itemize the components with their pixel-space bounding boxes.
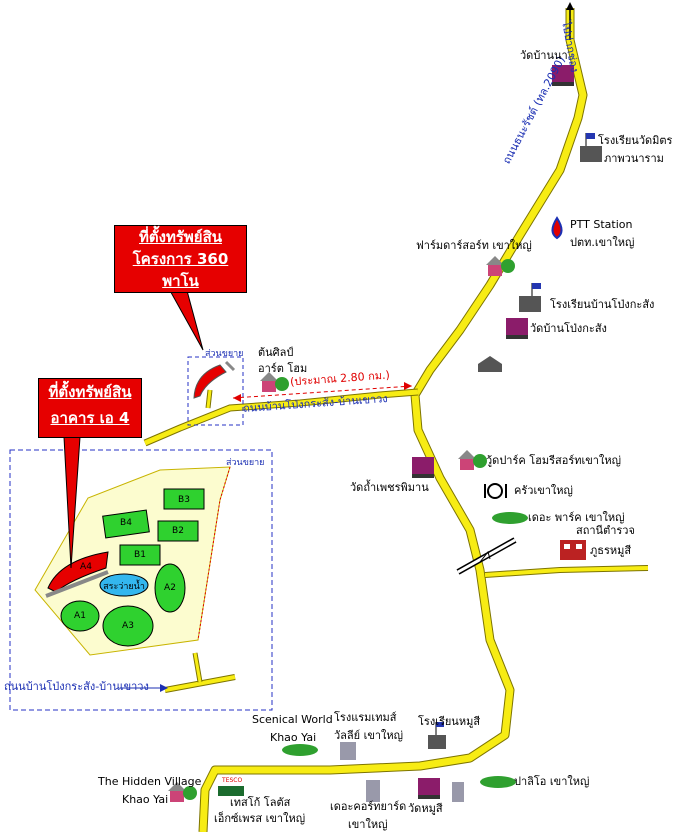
label-kitchen: ครัวเขาใหญ่ (514, 484, 573, 497)
plot-a2-label: A2 (164, 583, 176, 593)
plot-b4-label: B4 (120, 518, 132, 528)
ptt-icon (551, 216, 563, 240)
label-tonsil-2: อาร์ต โฮม (258, 362, 308, 375)
plot-b4 (102, 509, 150, 539)
label-tesco-2: เอ็กซ์เพรส เขาใหญ่ (214, 812, 306, 825)
temple-icon (412, 65, 574, 799)
house-icon (168, 256, 515, 802)
expansion-main-label: ส่วนขยาย (226, 458, 265, 468)
label-school-wat-mit: โรงเรียนวัดมิตร (598, 134, 673, 147)
label-ptt-1: PTT Station (570, 218, 633, 231)
label-park: เดอะ พาร์ค เขาใหญ่ (528, 511, 625, 524)
label-tesco-1: เทสโก้ โลตัส (230, 796, 291, 809)
callout-project-site: ที่ตั้งทรัพย์สิน โครงการ 360 พาโน (114, 225, 247, 293)
label-wat-pong: วัดบ้านโป่งกะสัง (530, 322, 607, 335)
label-school-musi: โรงเรียนหมูสี (418, 715, 481, 728)
plot-a3 (102, 605, 154, 647)
label-courtyard-2: เขาใหญ่ (348, 818, 388, 831)
label-school-wat-mit-2: ภาพวนาราม (604, 152, 664, 165)
plot-a2 (154, 563, 186, 613)
tesco-icon: TESCO (218, 777, 244, 796)
callout-building-site: ที่ตั้งทรัพย์สิน อาคาร เอ 4 (38, 378, 142, 438)
svg-text:TESCO: TESCO (221, 777, 242, 784)
school-icon (428, 133, 602, 749)
restaurant-icon (484, 483, 507, 499)
expansion-box-top (187, 356, 244, 426)
plot-a4-label: A4 (80, 562, 92, 572)
plot-b2-label: B2 (172, 526, 184, 536)
side-road-bottom-label: ถนนบ้านโป่งกระสัง-บ้านเขาวง (4, 680, 149, 693)
plot-b3 (163, 488, 205, 510)
tree-icon (282, 512, 528, 788)
label-school-pong: โรงเรียนบ้านโป่งกะสัง (550, 298, 655, 311)
label-wat-tham: วัดถ้ำเพชรพิมาน (350, 481, 429, 494)
plot-b1-label: B1 (134, 550, 146, 560)
label-farm-resort: ฟาร์มดาร์สอร์ท เขาใหญ่ (416, 239, 532, 252)
label-courtyard-1: เดอะคอร์ทยาร์ด (330, 800, 407, 813)
label-hidden-2: Khao Yai (122, 793, 169, 806)
label-scenical-2: Khao Yai (270, 731, 317, 744)
label-scenical-1: Scenical World (252, 713, 333, 726)
label-wat-musi: วัดหมูสี (408, 802, 443, 815)
expansion-top-label: ส่วนขยาย (205, 349, 244, 359)
expansion-box-main (9, 449, 273, 711)
building-icon (340, 356, 586, 802)
plot-a4 (47, 551, 109, 593)
plot-a3-label: A3 (122, 621, 134, 631)
label-village-resort: วู้ดปาร์ค โฮมรีสอร์ทเขาใหญ่ (486, 454, 621, 467)
label-tonsil-1: ต้นศิลป์ (258, 346, 294, 359)
label-hidden-1: The Hidden Village (98, 775, 202, 788)
plot-pool-label: สระว่ายน้ำ (103, 582, 145, 592)
plot-pool (99, 573, 149, 597)
plot-a1 (60, 600, 100, 632)
label-hotel-1: โรงแรมเทมส์ (334, 711, 397, 724)
label-ptt-2: ปตท.เขาใหญ่ (570, 236, 635, 249)
label-police-1: สถานีตำรวจ (576, 524, 635, 537)
label-wat-ban-na: วัดบ้านนา (520, 49, 568, 62)
label-police-2: ภูธรหมูสี (590, 544, 632, 557)
label-palio: ปาลิโอ เขาใหญ่ (514, 775, 590, 788)
plot-a1-label: A1 (74, 611, 86, 621)
plot-b3-label: B3 (178, 495, 190, 505)
plot-b2 (157, 520, 199, 542)
label-hotel-2: วัลลีย์ เขาใหญ่ (334, 729, 404, 742)
plot-b1 (119, 544, 161, 566)
